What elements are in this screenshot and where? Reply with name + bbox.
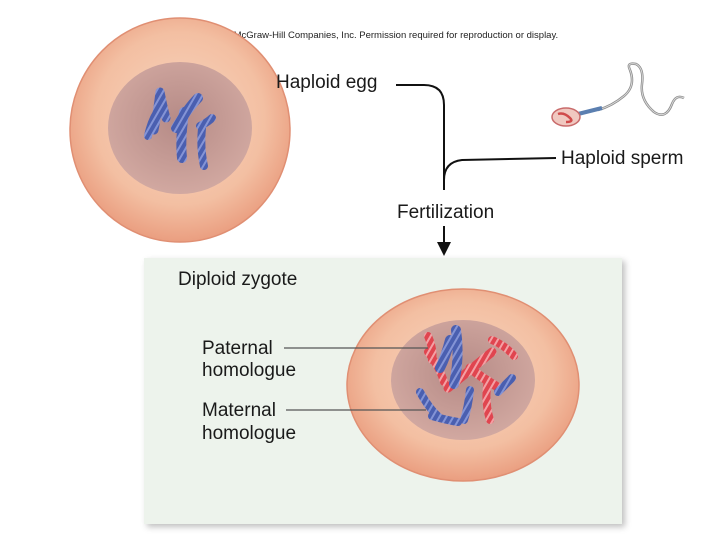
maternal-label-line1: Maternal [202, 400, 276, 421]
fertilization-arrow [437, 226, 451, 256]
haploid-egg-cell [69, 17, 291, 243]
sperm-arrow [443, 157, 557, 190]
fertilization-label: Fertilization [397, 202, 495, 223]
maternal-label-line2: homologue [202, 423, 297, 444]
egg-chromosomes [144, 87, 216, 170]
egg-arrow [396, 84, 445, 190]
paternal-label-line2: homologue [202, 360, 297, 381]
haploid-sperm-cell [551, 62, 685, 127]
diploid-zygote-cell [346, 288, 580, 482]
maternal-chromosomes [416, 325, 516, 426]
diploid-zygote-label: Diploid zygote [178, 269, 298, 290]
haploid-egg-label: Haploid egg [276, 72, 378, 93]
copyright-notice: Copyright © The McGraw-Hill Companies, I… [161, 30, 559, 41]
paternal-label-line1: Paternal [202, 338, 273, 359]
haploid-sperm-label: Haploid sperm [561, 148, 684, 169]
